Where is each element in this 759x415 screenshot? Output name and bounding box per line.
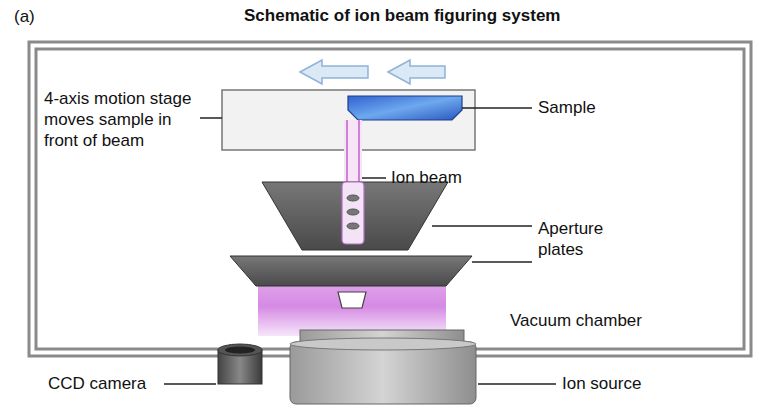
part-label: Ion beam (391, 167, 462, 188)
leader-line (478, 383, 556, 385)
part-label: CCD camera (48, 373, 146, 394)
leader-line (362, 177, 386, 179)
part-label: Ion source (562, 373, 641, 394)
aperture-plate (262, 182, 448, 250)
part-label: Aperture plates (538, 218, 628, 260)
leader-line (472, 261, 532, 263)
chamber-outer (29, 42, 751, 356)
motion-arrow (300, 60, 368, 84)
chamber-inner (36, 49, 744, 349)
leader-line (432, 225, 532, 227)
sample (348, 96, 462, 120)
ion-source (290, 342, 476, 404)
panel-letter: (a) (14, 6, 35, 27)
leader-line (462, 107, 532, 109)
part-label: Sample (538, 97, 596, 118)
region-label: Vacuum chamber (510, 310, 642, 331)
leader-line (200, 117, 222, 119)
leader-line (164, 383, 216, 385)
part-label: 4-axis motion stage moves sample in fron… (44, 88, 202, 151)
diagram-title: Schematic of ion beam figuring system (244, 6, 560, 26)
motion-arrow (388, 60, 445, 84)
aperture-plate (230, 256, 472, 286)
